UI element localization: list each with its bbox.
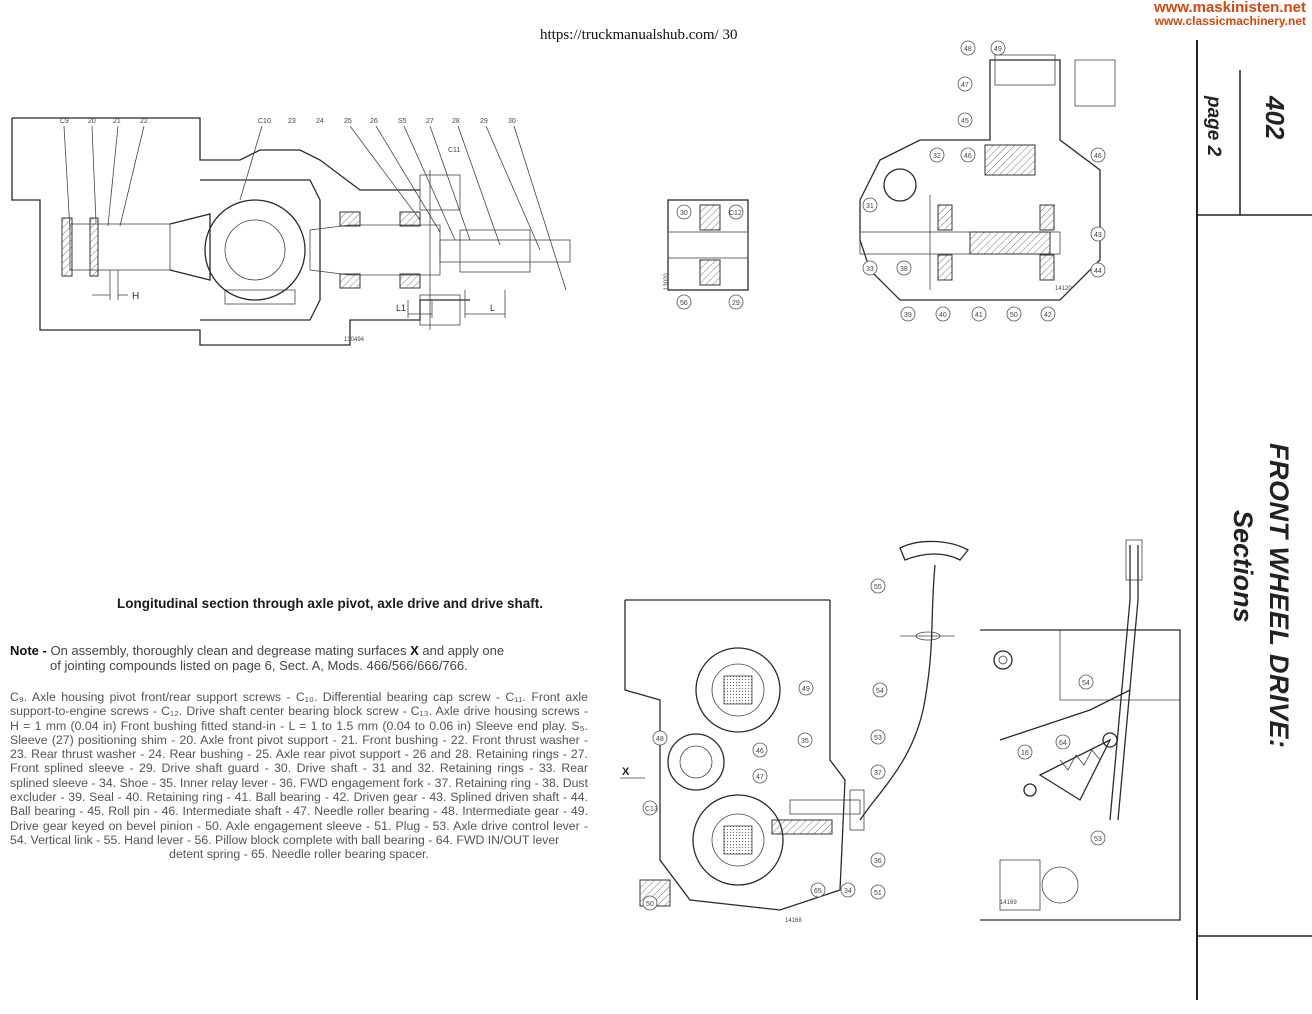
note-text-2: and apply one — [418, 643, 505, 658]
fig1-callout-28: 28 — [452, 118, 460, 125]
fig4-ref: 14168 — [785, 918, 802, 924]
fig5-callout-64: 64 — [1059, 740, 1067, 747]
fig3-callout-31: 31 — [866, 203, 874, 210]
fig3-callout-39: 39 — [904, 312, 912, 319]
fig5-ref: 14169 — [1000, 900, 1017, 906]
page-number: 402 — [1260, 96, 1290, 140]
fig1-dim-l1: L1 — [396, 303, 406, 313]
fig1-callout-23: 23 — [288, 118, 296, 125]
page-subnumber: page 2 — [1203, 96, 1224, 157]
fig4-callout-53: 53 — [874, 735, 882, 742]
fig1-axle-pivot-section: H L1 L 130494 C9 20 21 22 C10 23 24 25 2… — [11, 117, 571, 346]
parts-legend: C₉. Axle housing pivot front/rear suppor… — [10, 690, 588, 862]
fig5-callout-53: 53 — [1094, 836, 1102, 843]
fig1-callout-c11: C11 — [448, 147, 460, 154]
figure-caption-title: Longitudinal section through axle pivot,… — [116, 596, 544, 611]
fig4-callout-48: 48 — [656, 736, 664, 743]
section-subtitle: Sections — [1228, 510, 1258, 623]
note-text-1: On assembly, thoroughly clean and degrea… — [46, 643, 411, 658]
assembly-note: Note - On assembly, thoroughly clean and… — [10, 643, 588, 673]
fig3-callout-44: 44 — [1094, 268, 1102, 275]
fig2-pillow-block: 30 C12 56 29 13020 — [664, 199, 749, 310]
fig3-callout-41: 41 — [975, 312, 983, 319]
fig2-callout-c12: C12 — [729, 210, 742, 217]
fig3-callout-38: 38 — [900, 266, 908, 273]
fig3-callout-42: 42 — [1044, 312, 1052, 319]
margin-tab — [1196, 40, 1312, 1000]
fig1-dim-h: H — [132, 291, 139, 302]
fig3-callout-46b: 46 — [1094, 153, 1102, 160]
fig3-ref: 14120 — [1055, 286, 1072, 292]
note-label: Note - — [10, 643, 47, 658]
watermark-classicmachinery: www.classicmachinery.net — [1154, 14, 1306, 28]
fig1-callout-s5: S5 — [398, 118, 407, 125]
fig4-callout-65: 65 — [814, 888, 822, 895]
fig4-callout-54: 54 — [876, 688, 884, 695]
fig3-callout-45: 45 — [961, 118, 969, 125]
fig1-callout-21: 21 — [113, 118, 121, 125]
section-title: FRONT WHEEL DRIVE: — [1264, 443, 1294, 749]
fig4-callout-51: 51 — [874, 890, 882, 897]
watermark-maskinisten: www.maskinisten.net — [1154, 0, 1306, 16]
fig3-callout-50: 50 — [1010, 312, 1018, 319]
fig4-callout-37: 37 — [874, 770, 882, 777]
fig3-callout-33: 33 — [866, 266, 874, 273]
fig1-callout-30: 30 — [508, 118, 516, 125]
fig1-callout-29: 29 — [480, 118, 488, 125]
fig5-control-linkage: 54 16 64 53 14169 — [980, 539, 1181, 921]
fig3-callout-49: 49 — [994, 46, 1002, 53]
fig4-callout-35: 35 — [801, 738, 809, 745]
note-mating-x: X — [410, 643, 419, 658]
fig2-callout-29: 29 — [732, 300, 740, 307]
fig1-ref: 130494 — [344, 337, 365, 343]
fig2-callout-30: 30 — [680, 210, 688, 217]
fig1-callout-c9: C9 — [60, 118, 69, 125]
fig1-callout-27: 27 — [426, 118, 434, 125]
fig1-callout-24: 24 — [316, 118, 324, 125]
source-url: https://truckmanualshub.com/ 30 — [540, 27, 738, 43]
fig3-callout-48: 48 — [964, 46, 972, 53]
fig5-callout-54: 54 — [1082, 680, 1090, 687]
fig1-callout-26: 26 — [370, 118, 378, 125]
fig1-callout-c10: C10 — [258, 118, 271, 125]
fig3-callout-32: 32 — [933, 153, 941, 160]
fig3-callout-47: 47 — [961, 82, 969, 89]
legend-last-line: detent spring - 65. Needle roller bearin… — [169, 847, 429, 862]
fig4-callout-c13: C13 — [645, 806, 658, 813]
fig4-callout-46: 46 — [756, 748, 764, 755]
fig4-mating-surface-x: X — [622, 766, 630, 778]
fig5-callout-16: 16 — [1021, 750, 1029, 757]
fig1-dim-l: L — [490, 303, 495, 313]
fig4-callout-55: 55 — [874, 584, 882, 591]
fig1-callout-20: 20 — [88, 118, 96, 125]
fig4-callout-49: 49 — [802, 686, 810, 693]
fig4-callout-34: 34 — [844, 888, 852, 895]
legend-text: C₉. Axle housing pivot front/rear suppor… — [10, 690, 588, 847]
note-text-3: of jointing compounds listed on page 6, … — [50, 658, 468, 673]
fig1-callout-22: 22 — [140, 118, 148, 125]
fig2-ref: 13020 — [664, 273, 670, 290]
fig3-callout-46: 46 — [964, 153, 972, 160]
fig4-callout-36: 36 — [874, 858, 882, 865]
fig4-callout-47: 47 — [756, 774, 764, 781]
fig3-callout-40: 40 — [939, 312, 947, 319]
fig3-callout-43: 43 — [1094, 232, 1102, 239]
fig2-callout-56: 56 — [680, 300, 688, 307]
fig4-gear-train-section: 55 54 53 37 35 36 34 51 65 49 48 46 47 C… — [620, 540, 969, 924]
fig3-axle-drive-section: 48 49 47 45 46 32 31 33 38 39 40 41 50 4… — [859, 40, 1116, 322]
fig4-callout-50: 50 — [646, 901, 654, 908]
fig1-callout-25: 25 — [344, 118, 352, 125]
